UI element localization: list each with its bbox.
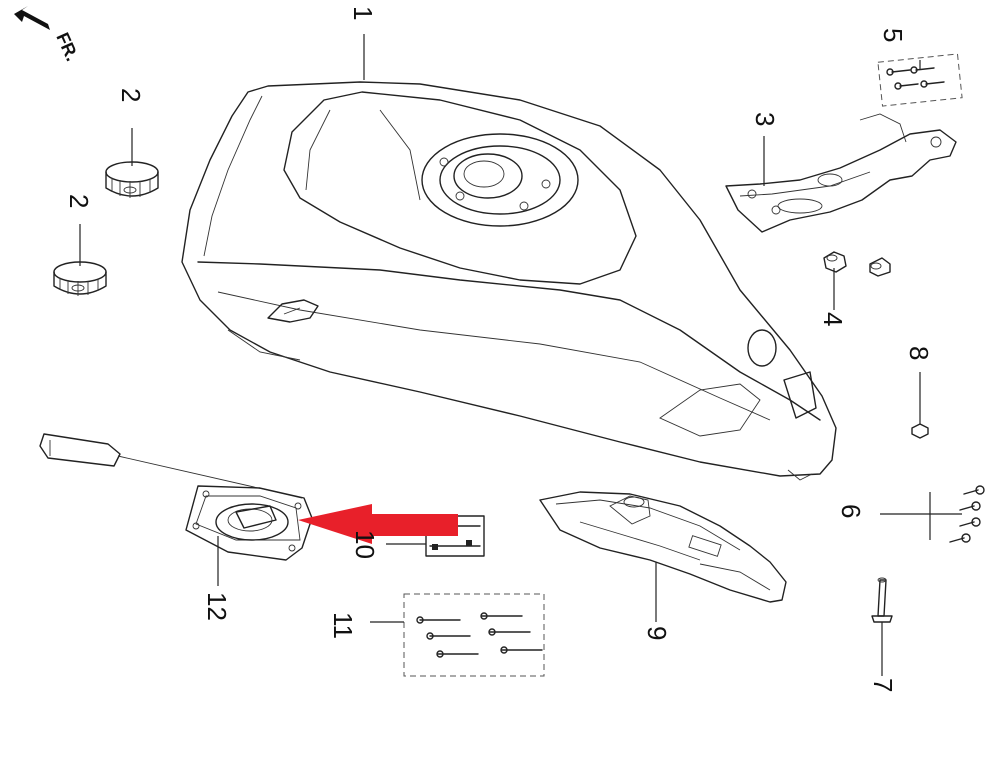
- callout-6: 6: [836, 504, 866, 518]
- callout-2-lower: 2: [64, 194, 94, 208]
- screw-set-6: [949, 485, 985, 543]
- fuel-lid-assembly: [539, 491, 787, 603]
- callout-2-upper: 2: [116, 88, 146, 102]
- callout-4: 4: [818, 312, 848, 326]
- tank-cap-upper: [105, 161, 159, 198]
- mounting-bracket: [725, 113, 957, 233]
- arrow-left-icon: [14, 6, 50, 30]
- leader-lines: [79, 34, 962, 676]
- nut-part-4: [823, 251, 891, 277]
- callout-12: 12: [202, 592, 232, 621]
- bolt-set-11: [403, 593, 545, 677]
- direction-label: FR.: [52, 29, 82, 64]
- red-arrow-icon: [298, 504, 458, 544]
- long-bolt-7: [871, 577, 893, 623]
- fuel-sender-unit: [39, 433, 313, 561]
- fuel-tank: [181, 81, 837, 481]
- callout-11: 11: [328, 612, 358, 639]
- callout-1: 1: [348, 6, 378, 20]
- tank-cap-lower: [53, 261, 107, 296]
- callout-8: 8: [904, 346, 934, 360]
- callout-5: 5: [878, 28, 908, 42]
- callout-10: 10: [350, 530, 380, 559]
- bolt-part-8: [911, 423, 929, 439]
- callout-7: 7: [868, 678, 898, 692]
- callout-3: 3: [750, 112, 780, 126]
- callout-9: 9: [642, 626, 672, 640]
- direction-indicator: FR.: [14, 6, 82, 64]
- bolt-set-5: [877, 53, 963, 107]
